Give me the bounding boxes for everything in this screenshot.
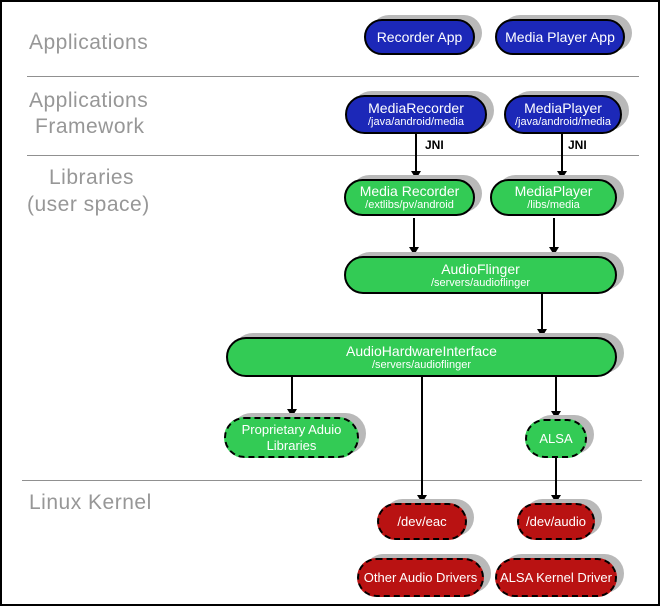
arrowhead <box>409 247 419 255</box>
node-title: ALSA <box>539 430 573 446</box>
arrow-ahi-to-alsa <box>551 377 561 419</box>
arrowhead <box>551 411 561 419</box>
node-proprietary-audio-libraries: Proprietary Aduio Libraries <box>224 417 359 458</box>
node-title: Proprietary Aduio Libraries <box>241 421 342 453</box>
arrowhead <box>549 247 559 255</box>
arrowhead <box>287 409 297 417</box>
arrowhead <box>557 171 567 179</box>
layer-label-applications: Applications <box>29 31 149 54</box>
node-title: ALSA Kernel Driver <box>500 569 612 585</box>
divider-framework-libraries <box>27 155 639 156</box>
node-path: /servers/audioflinger <box>371 358 472 371</box>
node-other-audio-drivers: Other Audio Drivers <box>357 558 484 597</box>
node-mediarecorder-framework: MediaRecorder /java/android/media <box>345 95 487 134</box>
arrow-mediaplayer-jni <box>557 134 567 179</box>
divider-libraries-kernel <box>22 480 642 481</box>
node-title: /dev/eac <box>397 513 447 529</box>
arrow-mediarecorder-jni <box>411 134 421 179</box>
node-dev-audio: /dev/audio <box>517 503 595 540</box>
divider-applications-framework <box>27 76 639 77</box>
layer-label-linux-kernel: Linux Kernel <box>29 491 152 514</box>
arrow-ahi-to-proprietary <box>287 377 297 417</box>
node-title: AudioHardwareInterface <box>346 342 497 359</box>
arrow-mediarecorder-to-audioflinger <box>409 218 419 255</box>
arrow-alsa-to-dev-audio <box>551 458 561 503</box>
node-title: /dev/audio <box>526 513 586 529</box>
arrowhead <box>411 171 421 179</box>
node-media-recorder-lib: Media Recorder /extlibs/pv/android <box>344 179 475 216</box>
node-alsa-kernel-driver: ALSA Kernel Driver <box>495 558 617 597</box>
arrowhead <box>537 329 547 337</box>
node-title: Recorder App <box>376 29 463 45</box>
node-audio-hardware-interface: AudioHardwareInterface /servers/audiofli… <box>226 337 617 377</box>
node-media-player-app: Media Player App <box>495 19 625 55</box>
node-title: Media Recorder <box>359 183 460 199</box>
arrow-audioflinger-to-ahi <box>537 294 547 337</box>
node-title: Media Player App <box>505 29 615 45</box>
node-title: Other Audio Drivers <box>363 569 478 585</box>
node-path: /java/android/media <box>367 116 464 128</box>
node-title: MediaRecorder <box>368 100 464 116</box>
arrow-ahi-to-dev-eac <box>417 377 427 503</box>
node-title: MediaPlayer <box>514 183 593 199</box>
layer-label-framework-line2: Framework <box>35 115 145 138</box>
layer-label-libraries-line2: (user space) <box>27 193 150 216</box>
node-title: AudioFlinger <box>441 260 520 277</box>
node-path: /java/android/media <box>514 116 611 128</box>
jni-label-left: JNI <box>425 138 444 152</box>
layer-label-framework-line1: Applications <box>29 89 149 112</box>
jni-label-right: JNI <box>568 138 587 152</box>
node-audioflinger: AudioFlinger /servers/audioflinger <box>344 256 617 294</box>
node-dev-eac: /dev/eac <box>377 503 467 540</box>
node-recorder-app: Recorder App <box>364 19 475 55</box>
node-path: /extlibs/pv/android <box>365 199 454 211</box>
node-title: MediaPlayer <box>524 100 602 116</box>
node-mediaplayer-framework: MediaPlayer /java/android/media <box>504 95 622 134</box>
arrowhead <box>551 495 561 503</box>
arrow-mediaplayer-to-audioflinger <box>549 218 559 255</box>
node-path: /libs/media <box>527 199 580 211</box>
node-path: /servers/audioflinger <box>430 276 531 289</box>
node-mediaplayer-lib: MediaPlayer /libs/media <box>490 179 617 216</box>
arrowhead <box>417 495 427 503</box>
node-alsa: ALSA <box>525 419 587 458</box>
layer-label-libraries-line1: Libraries <box>49 166 135 189</box>
